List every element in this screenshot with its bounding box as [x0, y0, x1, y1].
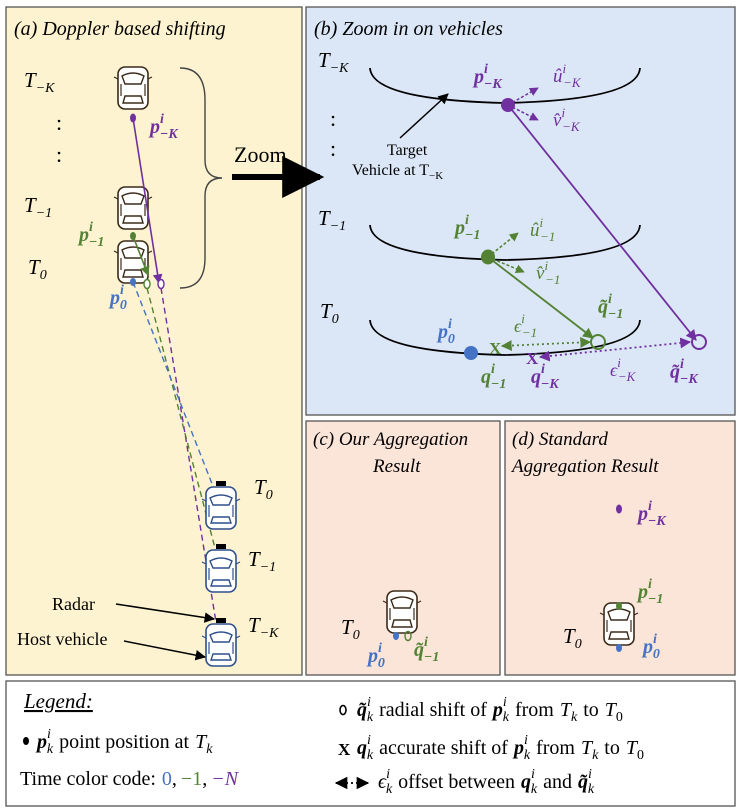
panel-b-ellipsis-2: : [330, 136, 336, 161]
radial-shift-purple-a [157, 278, 165, 290]
panel-d-point-p-minus-1 [616, 602, 622, 610]
point-p-minus-k-a [130, 113, 136, 123]
panel-c-label-t-0: T0 [341, 615, 360, 643]
point-p-0-a [130, 278, 136, 286]
legend-time-color-code: Time color code:0,−1,−N [20, 768, 240, 790]
green-dashed-ray [146, 287, 217, 553]
panel-b-label-p-minus-1: pi−1 [453, 213, 480, 243]
panel-b-point-p-minus-k [501, 98, 515, 112]
blue-dashed-ray [132, 281, 217, 495]
arc-t-minus-1 [369, 224, 641, 261]
host-label-t-0: T0 [254, 475, 273, 503]
panel-d-label-p-minus-1: pi−1 [636, 577, 663, 607]
zoom-bracket [179, 67, 223, 289]
panel-c-point-p-0 [393, 632, 399, 640]
panel-a-label-t-0: T0 [28, 255, 47, 283]
panel-d-background [504, 420, 736, 676]
panel-b-label-u-minus-k: ûi−K [553, 61, 582, 90]
panel-b-label-u-minus-1: ûi−1 [530, 215, 555, 244]
legend-title: Legend: [23, 689, 93, 713]
panel-b-label-q-minus-k: qi−K [531, 362, 560, 392]
panel-a-label-p-minus-1: pi−1 [77, 220, 104, 250]
panel-a-label-p-minus-k: pi−K [148, 112, 179, 142]
target-vehicle-label-line2: Vehicle at T−K [352, 162, 443, 182]
panel-a-ellipsis-1: : [56, 110, 62, 135]
host-label-t-minus-k: T−K [248, 613, 279, 641]
panel-c-title-line2: Result [372, 456, 421, 477]
panel-b-label-q-tilde-minus-1: q̃i−1 [598, 292, 623, 322]
panel-b-ellipsis-1: : [330, 106, 336, 131]
purple-shift-line [132, 117, 163, 284]
legend-point-marker [23, 737, 29, 745]
host-vehicle-pointer [123, 640, 207, 661]
panel-d-title-line1: (d) Standard [512, 429, 608, 450]
arc-t-0 [369, 319, 641, 356]
panel-b-label-t-0: T0 [320, 299, 339, 327]
panel-b-label-t-minus-k: T−K [318, 48, 349, 76]
panel-c-radial-q-tilde [404, 630, 412, 642]
eps-minus-k-offset [538, 337, 692, 362]
radial-shift-green-a [143, 278, 151, 290]
panel-b-green-shift [487, 256, 594, 339]
panel-b-point-p-minus-1 [481, 249, 495, 265]
radar-label: Radar [52, 594, 95, 614]
legend-radial-marker [339, 704, 347, 716]
panel-b-label-q-tilde-minus-k: q̃i−K [670, 357, 699, 387]
host-label-t-minus-1: T−1 [248, 547, 276, 575]
panel-d-point-p-minus-k [616, 504, 622, 514]
panel-b-purple-shift [507, 104, 697, 341]
legend-box [5, 680, 736, 807]
panel-d-label-t-0: T0 [563, 624, 582, 652]
target-car-t-0 [113, 240, 153, 284]
panel-b-label-p-minus-k: pi−K [472, 62, 503, 92]
panel-b-label-t-minus-1: T−1 [318, 206, 346, 234]
panel-a-title: (a) Doppler based shifting [14, 18, 226, 40]
panel-b-radial-q-tilde-minus-1 [590, 334, 606, 350]
panel-b-point-p-0 [464, 346, 478, 360]
panel-c-label-q-tilde: q̃i−1 [414, 635, 439, 665]
green-shift-line [132, 235, 150, 276]
panel-d-point-p-0 [616, 644, 622, 652]
point-p-minus-1-a [130, 232, 136, 240]
zoom-label: Zoom [234, 142, 287, 167]
panel-b-title: (b) Zoom in on vehicles [314, 18, 503, 40]
panel-b-label-eps-minus-k: ϵi−K [610, 355, 637, 384]
panel-b-label-v-minus-1: v̂i−1 [536, 258, 560, 287]
host-vehicle-label: Host vehicle [17, 629, 107, 649]
legend-accurate-marker: X [338, 740, 351, 759]
panel-a-ellipsis-2: : [56, 142, 62, 167]
target-vehicle-label-line1: Target [387, 142, 428, 159]
target-vehicle-pointer [399, 93, 449, 139]
panel-b-label-q-minus-1: qi−1 [481, 362, 506, 392]
panel-c-title-line1: (c) Our Aggregation [313, 429, 468, 450]
target-car-t-minus-k [113, 66, 153, 110]
panel-b-label-eps-minus-1: ϵi−1 [514, 311, 537, 340]
target-car-t-minus-1 [113, 186, 153, 230]
radar-pointer [115, 603, 216, 623]
panel-a-background [5, 6, 303, 676]
panel-b-accurate-q-minus-k-mark: X [526, 349, 539, 368]
panel-d-label-p-minus-k: pi−K [636, 499, 667, 529]
panel-b-accurate-q-minus-1-mark: X [489, 339, 502, 358]
panel-a-label-t-minus-1: T−1 [24, 193, 52, 221]
panel-a-label-t-minus-k: T−K [24, 68, 55, 96]
panel-b-radial-q-tilde-minus-k [691, 334, 707, 350]
panel-d-title-line2: Aggregation Result [510, 456, 659, 477]
panel-c-target-car [382, 590, 422, 634]
panel-b-label-v-minus-k: v̂i−K [553, 105, 581, 134]
